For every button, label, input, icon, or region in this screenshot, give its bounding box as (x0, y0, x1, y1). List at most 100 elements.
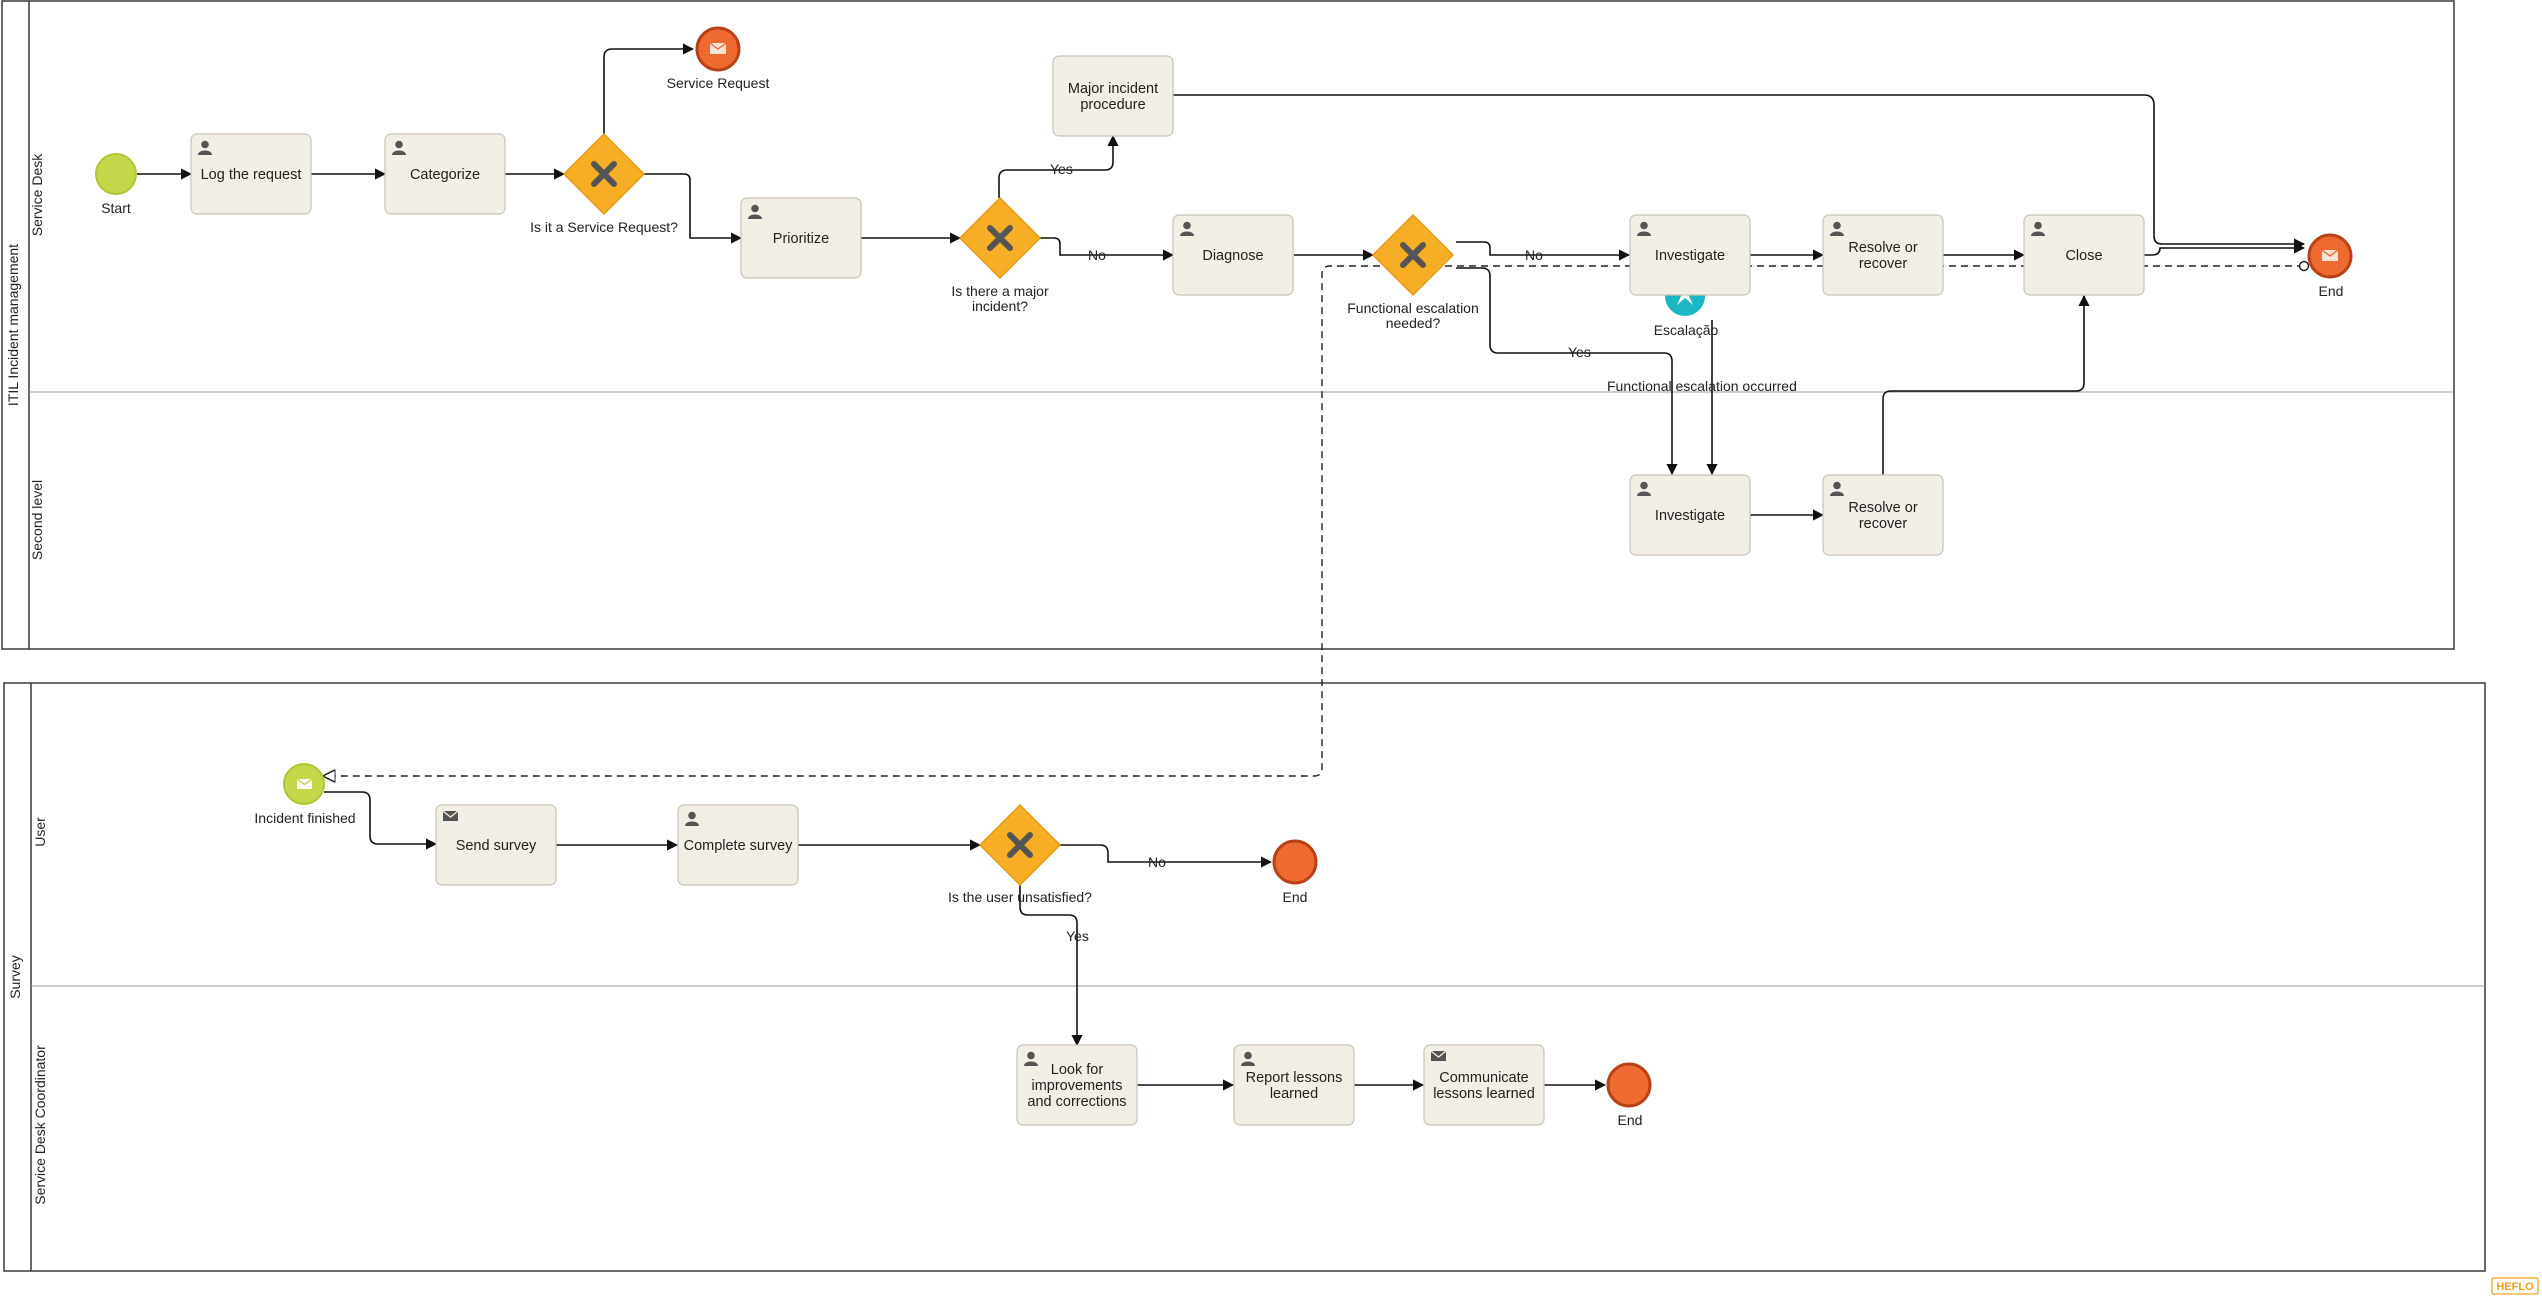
incident-finished-label: Incident finished (254, 810, 355, 826)
flow-label-yes-major: Yes (1050, 161, 1073, 177)
flow-label-no-unsatisfied: No (1148, 854, 1166, 870)
task-investigate-sd[interactable]: Investigate (1629, 214, 1751, 296)
escalation-icon (1677, 287, 1693, 305)
envelope-icon (296, 778, 313, 789)
exclusive-x-icon (1400, 242, 1426, 268)
lane-label-second-level: Second level (29, 480, 45, 560)
gateway-functional-escalation[interactable]: Functional escalation needed? (1347, 213, 1479, 331)
task-label: and corrections (1027, 1094, 1126, 1110)
task-label: Resolve or (1848, 240, 1917, 256)
task-label: lessons learned (1433, 1086, 1535, 1102)
task-label: Look for (1051, 1062, 1104, 1078)
flow-close-to-end[interactable] (2144, 242, 2306, 256)
flow-sl-resolve-to-close[interactable] (1882, 294, 2090, 475)
flow-yes-unsatisfied[interactable] (1019, 885, 1083, 1047)
flow-label-no-major: No (1088, 247, 1106, 263)
task-send-survey[interactable]: Send survey (435, 804, 557, 886)
end-event-coordinator[interactable]: End (1606, 1062, 1652, 1128)
pool-itil-incident-management: ITIL Incident management Service Desk Se… (1, 0, 2455, 650)
task-categorize[interactable]: Categorize (384, 133, 506, 215)
end-event-service-request[interactable]: Service Request (667, 26, 770, 91)
flow-incident-finished-to-send-survey[interactable] (324, 791, 438, 850)
task-label: improvements (1031, 1078, 1122, 1094)
task-diagnose[interactable]: Diagnose (1172, 214, 1294, 296)
start-event[interactable]: Start (95, 153, 137, 216)
flow-yes-escalation[interactable] (1456, 267, 1678, 476)
task-label: Resolve or (1848, 500, 1917, 516)
task-label: procedure (1080, 97, 1145, 113)
task-prioritize[interactable]: Prioritize (740, 197, 862, 279)
lane-label-user: User (32, 817, 48, 847)
task-label: Report lessons (1246, 1070, 1343, 1086)
pool-survey: Survey User Service Desk Coordinator (3, 682, 2486, 1272)
task-label: Close (2065, 248, 2102, 264)
envelope-icon (2321, 249, 2339, 261)
escalation-event-label: Escalação (1654, 322, 1719, 338)
task-investigate-sl[interactable]: Investigate (1629, 474, 1751, 556)
envelope-icon (709, 42, 727, 54)
flow-to-service-request-end[interactable] (603, 43, 695, 134)
task-label: Major incident (1068, 81, 1158, 97)
task-close[interactable]: Close (2023, 214, 2145, 296)
start-event-label: Start (101, 200, 131, 216)
start-event-incident-finished[interactable]: Incident finished (254, 763, 356, 826)
end-event-label: End (1618, 1112, 1643, 1128)
task-log-request[interactable]: Log the request (190, 133, 312, 215)
flow-major-incident-to-end[interactable] (1173, 94, 2306, 250)
task-label: learned (1270, 1086, 1318, 1102)
exclusive-x-icon (591, 161, 617, 187)
end-event-label: End (2319, 283, 2344, 299)
gateway-label: Is it a Service Request? (530, 219, 678, 235)
lane-label-service-desk-coordinator: Service Desk Coordinator (32, 1045, 48, 1205)
gateway-major-incident[interactable]: Is there a major incident? (951, 196, 1049, 314)
gateway-label: Functional escalation (1347, 300, 1479, 316)
lane-label-service-desk: Service Desk (29, 153, 45, 236)
flow-no-escalation[interactable] (1456, 241, 1631, 261)
end-event-label: Service Request (667, 75, 770, 91)
gateway-user-unsatisfied[interactable]: Is the user unsatisfied? (948, 803, 1092, 905)
pool-label: ITIL Incident management (5, 244, 21, 406)
end-event-incident[interactable]: End (2307, 233, 2353, 299)
flow-labels: Yes No No Yes Functional escalation occu… (1050, 161, 1797, 944)
gateway-service-request[interactable]: Is it a Service Request? (530, 132, 678, 235)
envelope-icon (442, 810, 459, 822)
end-event-label: End (1283, 889, 1308, 905)
task-label: Complete survey (684, 838, 794, 854)
task-label: recover (1859, 516, 1908, 532)
flow-label-yes-unsatisfied: Yes (1066, 928, 1089, 944)
flow-label-escalation-occurred: Functional escalation occurred (1607, 378, 1797, 394)
gateway-label: incident? (972, 298, 1028, 314)
heflo-logo: HEFLO (2491, 1277, 2539, 1295)
flow-yes-major[interactable] (998, 134, 1119, 198)
task-label: Diagnose (1202, 248, 1263, 264)
flow-no-major[interactable] (1040, 237, 1175, 261)
brand-label: HEFLO (2496, 1281, 2534, 1293)
gateway-label: Is there a major (951, 283, 1049, 299)
pool-label: Survey (7, 955, 23, 999)
exclusive-x-icon (1007, 832, 1033, 858)
task-label: Investigate (1655, 508, 1725, 524)
gateway-label: Is the user unsatisfied? (948, 889, 1092, 905)
exclusive-x-icon (987, 225, 1013, 251)
task-label: Prioritize (773, 231, 829, 247)
task-label: Send survey (456, 838, 537, 854)
end-event-survey[interactable]: End (1272, 839, 1318, 905)
task-label: Communicate (1439, 1070, 1528, 1086)
flow-label-no-escalation: No (1525, 247, 1543, 263)
flow-gateway-to-prioritize[interactable] (644, 173, 743, 244)
message-flow-incident-finished[interactable] (324, 266, 2304, 776)
task-label: Categorize (410, 167, 480, 183)
gateway-label: needed? (1386, 315, 1441, 331)
task-label: Investigate (1655, 248, 1725, 264)
flow-no-unsatisfied[interactable] (1060, 844, 1273, 868)
task-complete-survey[interactable]: Complete survey (677, 804, 799, 886)
flow-label-yes-escalation: Yes (1568, 344, 1591, 360)
